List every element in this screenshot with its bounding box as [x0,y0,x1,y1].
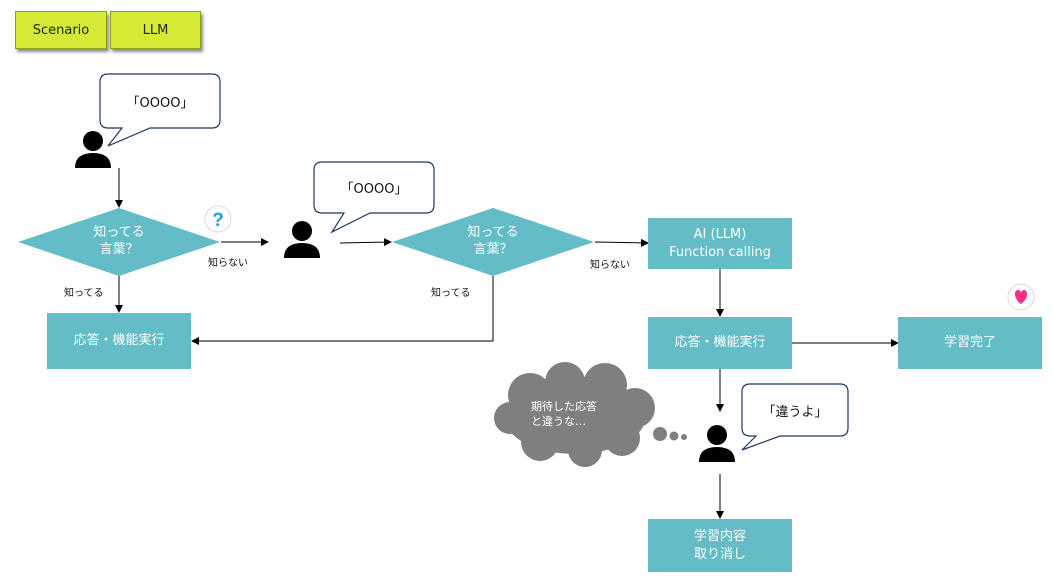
decision-diamond-2 [392,208,594,276]
thought-cloud [494,362,687,467]
thought-text: 期待した応答 と違うな… [531,400,597,430]
ai-line1: AI (LLM) [693,226,747,242]
decision-diamond-1 [18,208,220,276]
speech-text-2: 「OOOO」 [340,182,408,197]
edge-label-d2-unknown: 知らない [590,260,630,271]
scenario-tag: Scenario [15,11,107,49]
edge-label-d2-known: 知ってる [431,288,471,299]
speech-text-3: 「違うよ」 [762,404,828,420]
decision-1-line2: 言葉？ [99,242,139,257]
speech-bubble-2 [313,161,435,234]
thought-line2: と違うな… [531,414,586,428]
question-mark-icon: ? [204,205,232,233]
person-icon [699,425,735,462]
cancel-learning-box: 学習内容 取り消し [648,519,792,572]
decision-2-line2: 言葉？ [473,242,513,257]
person-icon [284,221,320,258]
cancel-line1: 学習内容 [693,528,746,544]
respond-box-left: 応答・機能実行 [47,313,191,369]
decision-2-line1: 知ってる [467,225,519,241]
cancel-line2: 取り消し [693,546,746,562]
speech-bubble-1 [99,73,221,147]
ai-llm-box: AI (LLM) Function calling [648,218,792,269]
speech-text-1: 「OOOO」 [126,95,194,111]
edge-label-d1-unknown: 知らない [208,258,248,269]
arrow-person2-to-d2 [339,238,392,247]
arrow-d2-to-respond-left [191,276,494,345]
decision-1-text: 知ってる 言葉？ [69,222,169,262]
person-icon [75,131,111,168]
learned-box: 学習完了 [898,317,1042,369]
thought-line1: 期待した応答 [531,400,597,413]
respond-box-right: 応答・機能実行 [648,317,792,369]
edge-label-d1-known: 知ってる [64,288,104,299]
heart-icon [1007,283,1035,311]
speech-bubble-3 [741,383,849,451]
ai-line2: Function calling [669,244,771,260]
llm-tag: LLM [110,11,201,49]
arrow-d2-to-ai [594,238,649,247]
svg-text:?: ? [212,210,224,231]
decision-2-text: 知ってる 言葉？ [443,222,543,262]
decision-1-line1: 知ってる [93,225,145,241]
